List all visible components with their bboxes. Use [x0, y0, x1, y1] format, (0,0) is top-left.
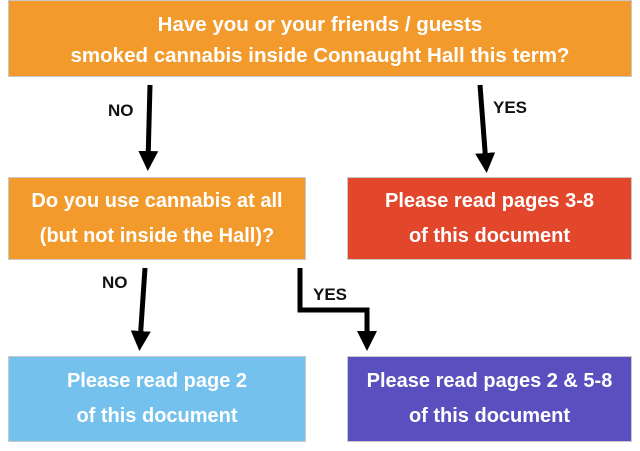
second-question-box: Do you use cannabis at all (but not insi…: [8, 177, 306, 260]
page-2-box: Please read page 2 of this document: [8, 356, 306, 442]
arrow-no-1: [138, 84, 159, 171]
second-question-line-1: Do you use cannabis at all: [31, 189, 283, 212]
arrow-yes-1: [475, 84, 496, 173]
top-question-box: Have you or your friends / guests smoked…: [8, 0, 632, 77]
pages-3-8-line-2: of this document: [408, 224, 571, 247]
second-question-line-2: (but not inside the Hall)?: [39, 224, 275, 247]
arrow-no-2: [130, 267, 151, 351]
page-2-line-2: of this document: [76, 405, 238, 427]
no-label-2: NO: [102, 273, 128, 292]
pages-2-5-8-box: Please read pages 2 & 5-8 of this docume…: [347, 356, 632, 442]
pages-2-5-8-line-1: Please read pages 2 & 5-8: [366, 370, 613, 392]
yes-label-1: YES: [493, 98, 528, 117]
pages-3-8-line-1: Please read pages 3-8: [384, 189, 594, 212]
pages-3-8-box: Please read pages 3-8 of this document: [347, 177, 632, 260]
yes-label-2: YES: [313, 285, 348, 304]
top-question-line-2: smoked cannabis inside Connaught Hall th…: [70, 43, 570, 67]
arrow-yes-2: [297, 268, 377, 351]
page-2-line-1: Please read page 2: [66, 370, 248, 392]
top-question-line-1: Have you or your friends / guests: [157, 12, 483, 36]
pages-2-5-8-line-2: of this document: [408, 405, 571, 427]
no-label-1: NO: [108, 101, 134, 120]
